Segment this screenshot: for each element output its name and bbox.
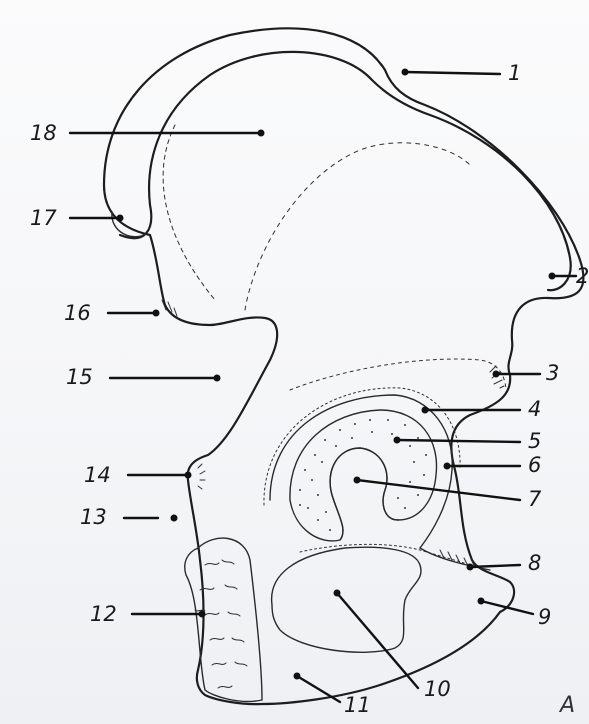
label-9: 9 [538, 605, 551, 629]
iliac-crest-inner [120, 52, 571, 290]
label-5: 5 [528, 429, 541, 453]
label-14: 14 [84, 463, 111, 487]
acetabular-fossa [330, 448, 398, 540]
label-3: 3 [546, 361, 559, 385]
label-12: 12 [90, 602, 117, 626]
label-17: 17 [30, 206, 57, 230]
label-1: 1 [508, 61, 521, 85]
leader-1 [405, 72, 500, 74]
label-2: 2 [576, 264, 589, 288]
dot-13 [171, 515, 178, 522]
artist-signature: A [558, 693, 575, 718]
label-18: 18 [30, 121, 57, 145]
leader-10 [337, 593, 418, 688]
label-6: 6 [528, 453, 541, 477]
arcuate-line [290, 359, 506, 390]
leader-7 [357, 480, 520, 500]
leader-5 [397, 440, 520, 442]
gluteal-line-arc [245, 143, 470, 310]
label-15: 15 [66, 365, 93, 389]
label-10: 10 [424, 677, 451, 701]
lunate-stipple [299, 419, 427, 531]
obturator-foramen [272, 547, 421, 652]
lunate-surface [290, 410, 437, 541]
spine-14-hatch [198, 464, 205, 489]
leader-9 [481, 601, 533, 614]
iliac-fossa-arc [163, 125, 215, 300]
label-13: 13 [80, 505, 107, 529]
label-16: 16 [64, 301, 91, 325]
acetabular-rim [270, 395, 452, 548]
bone-outline [104, 28, 583, 704]
label-11: 11 [344, 693, 371, 717]
label-7: 7 [528, 487, 542, 511]
label-8: 8 [528, 551, 541, 575]
label-4: 4 [528, 397, 541, 421]
acetabular-rim-hatch [264, 388, 460, 505]
